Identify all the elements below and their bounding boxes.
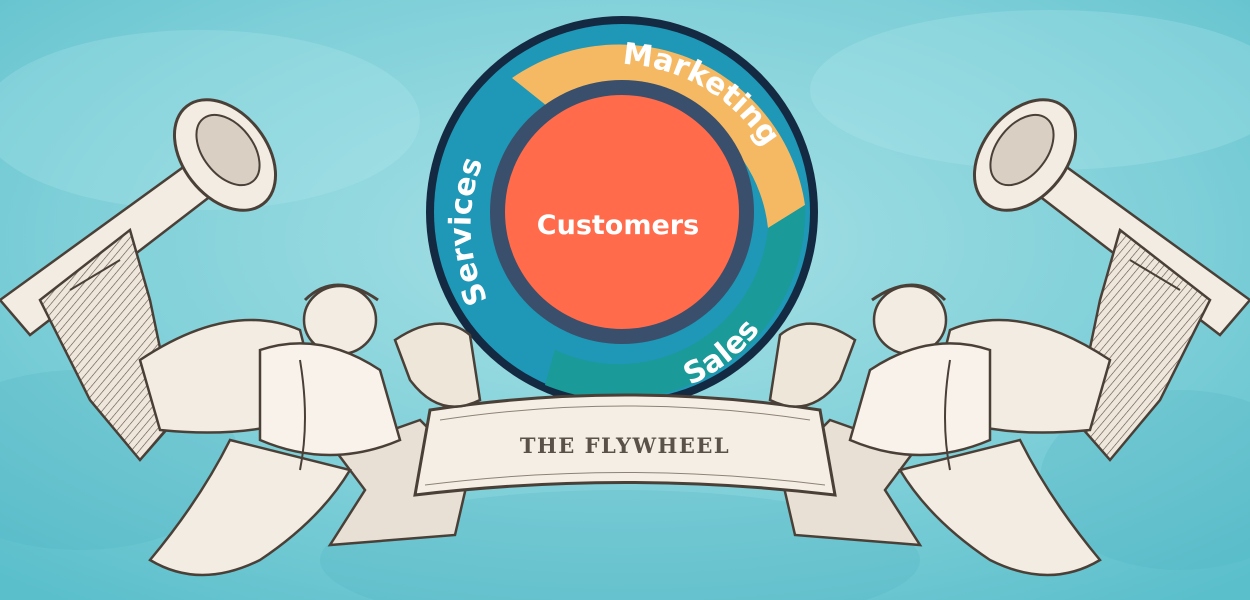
center-label: Customers [537,210,699,241]
flywheel-center [505,95,739,329]
flywheel-diagram: Marketing Sales Services Customers [426,16,818,408]
cherub-icon-left [138,283,482,577]
trumpet-icon-left [0,98,278,462]
cherub-icon-right [768,283,1112,577]
banner-title: THE FLYWHEEL [520,433,730,458]
ribbon-banner: THE FLYWHEEL [327,393,923,547]
segment-sales [545,205,806,400]
trumpet-icon-right [972,98,1250,462]
